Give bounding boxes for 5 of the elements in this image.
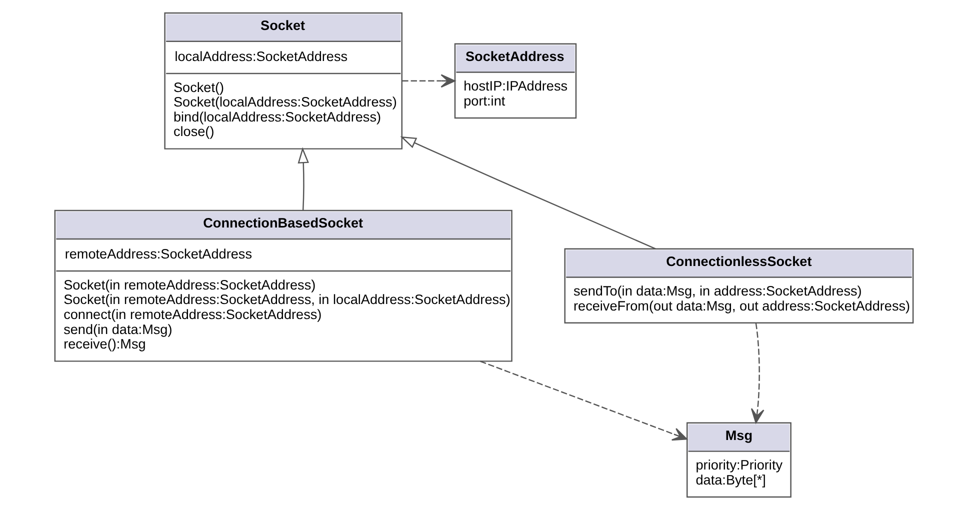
arrow — [400, 136, 656, 250]
arrow — [750, 323, 764, 424]
arrow — [480, 360, 687, 441]
arrow — [297, 147, 308, 211]
arrow — [402, 74, 455, 88]
